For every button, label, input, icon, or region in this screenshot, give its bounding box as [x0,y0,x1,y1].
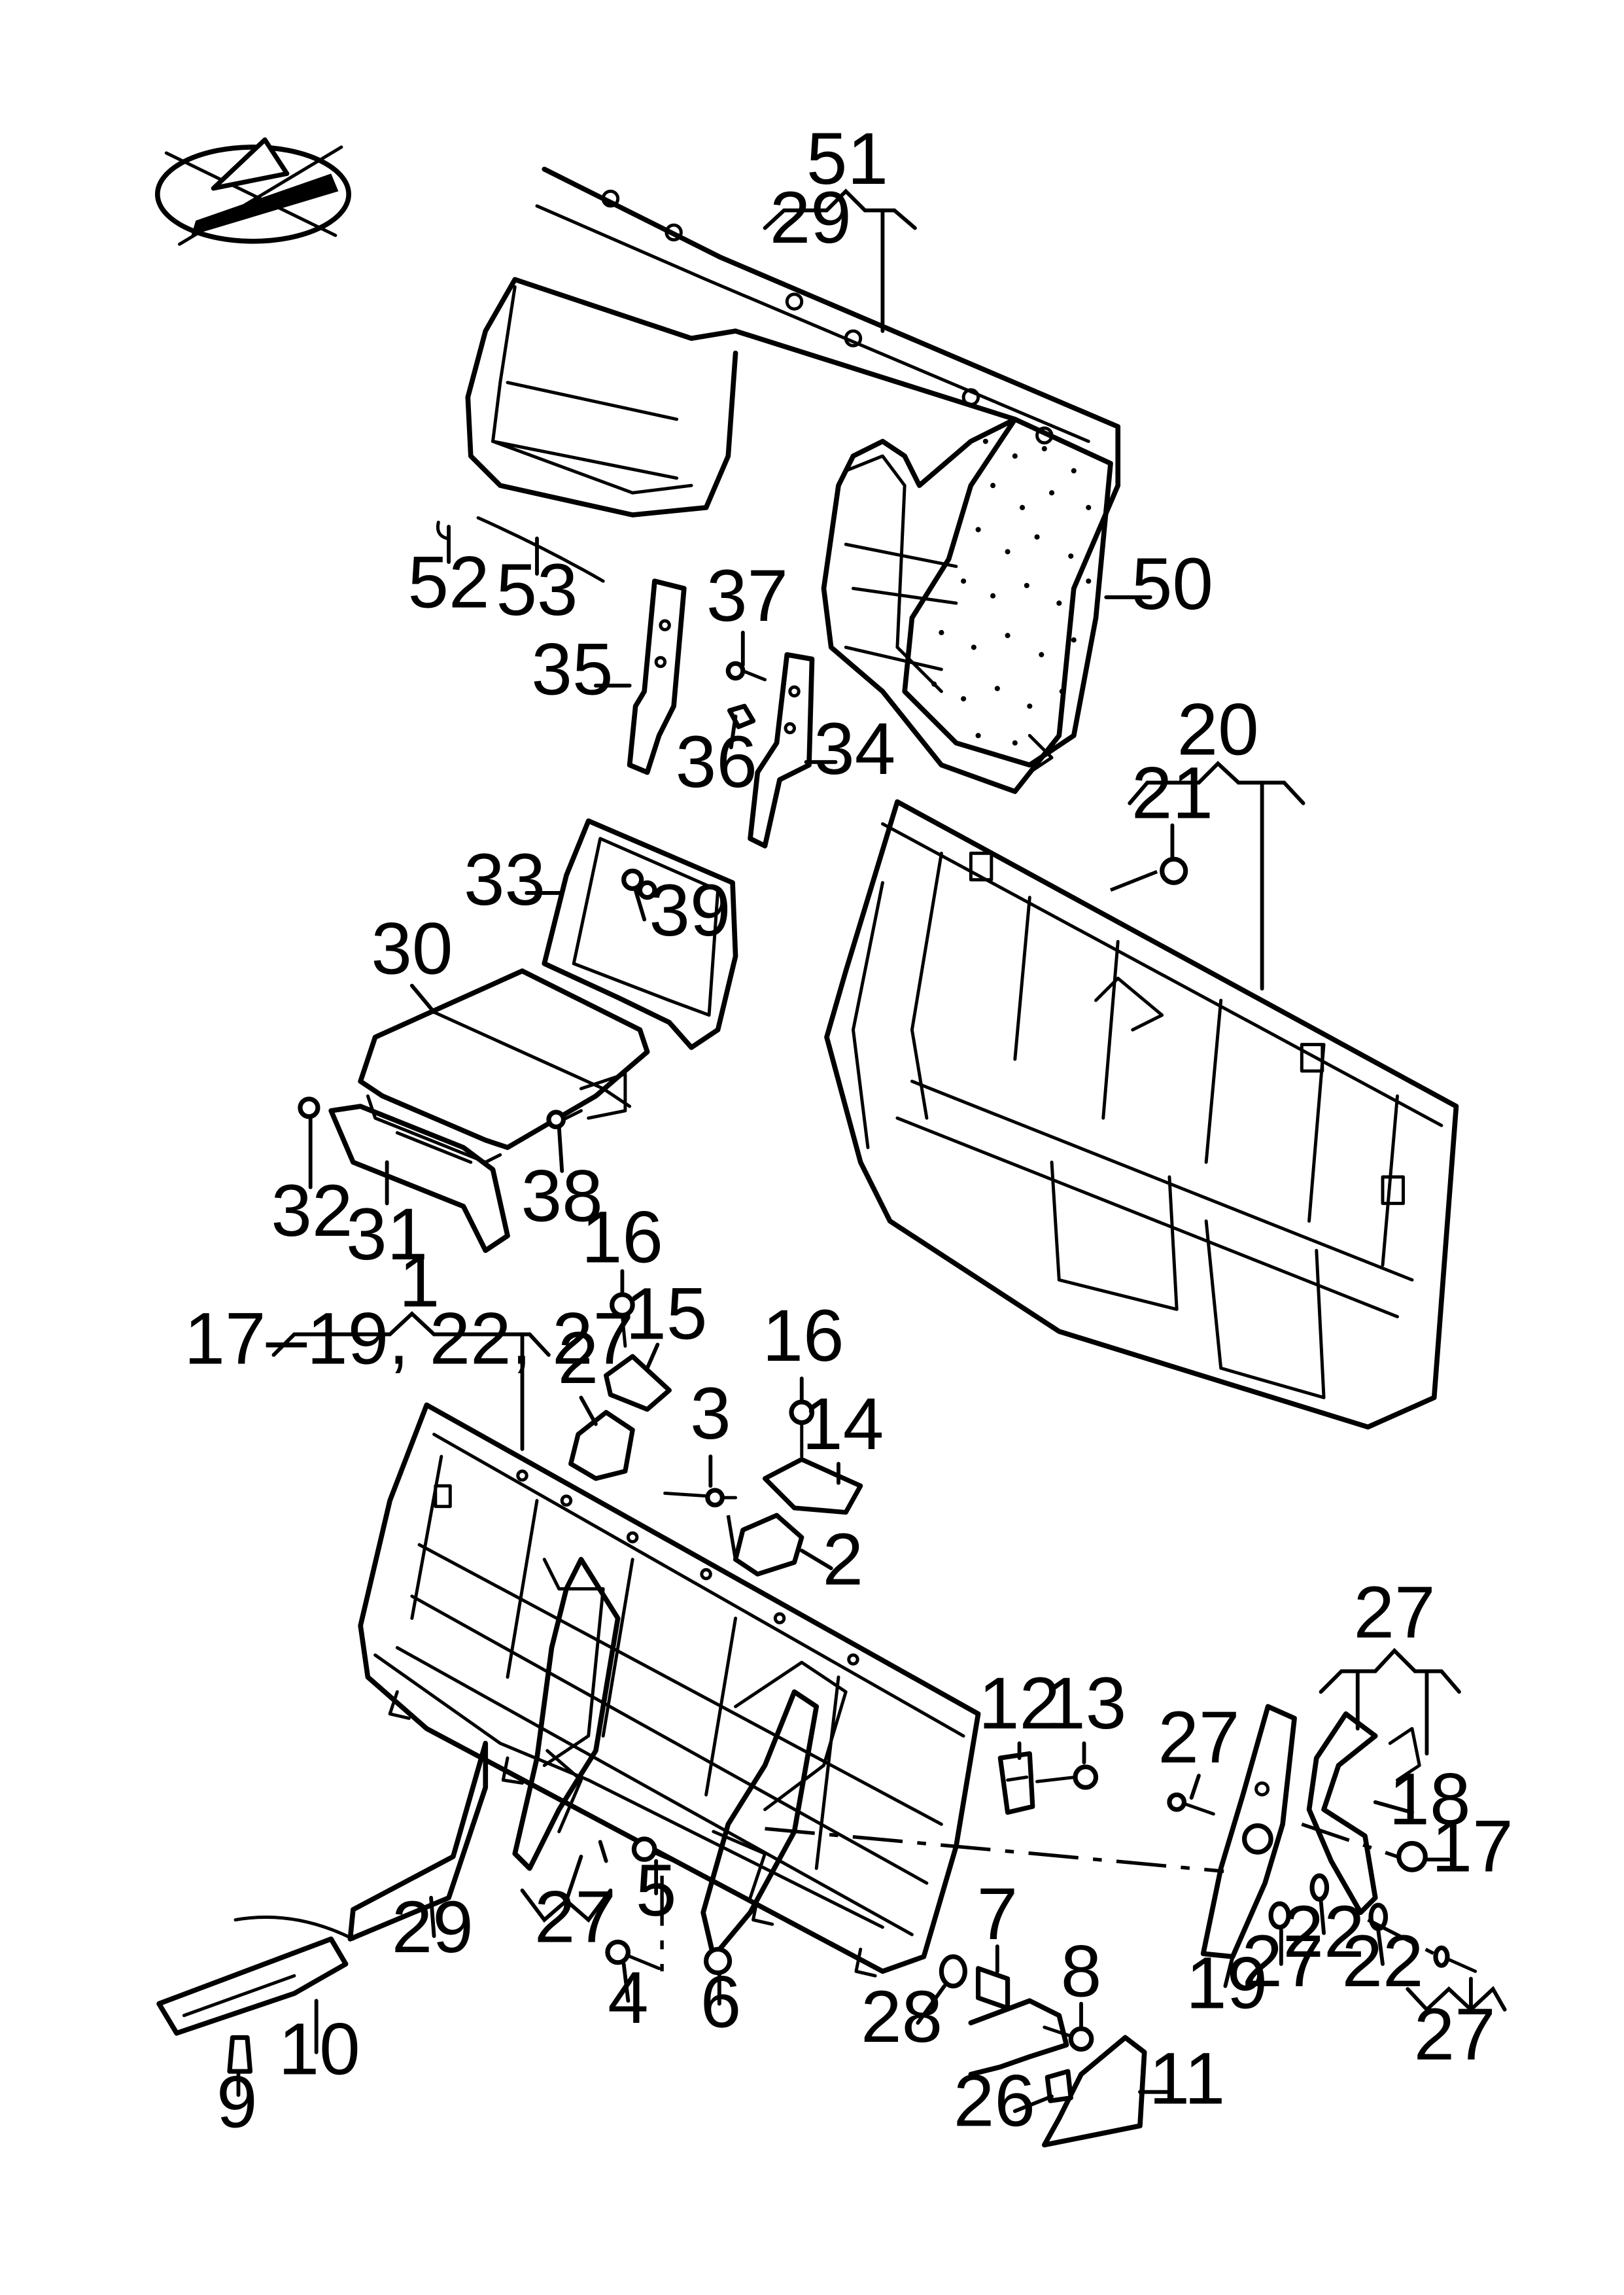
cover-part-11 [1041,2035,1147,2148]
callout-31: 31 [346,1193,428,1275]
bolt-part-5 [631,1836,686,1867]
callout-19: 19 [1186,1941,1268,2023]
callout-14: 14 [802,1382,884,1465]
assembly-lines [660,866,1435,1972]
callout-27-top: 27 [1353,1571,1435,1653]
bushing-part-7 [976,1966,1011,2011]
callout-12: 12 [978,1662,1060,1744]
callout-34: 34 [814,707,895,790]
callout-29: 29 [770,176,852,258]
callout-28: 28 [861,1975,942,2058]
trim-part-10 [156,1936,349,2036]
callout-16: 16 [581,1195,663,1278]
callout-29b: 29 [392,1885,474,1968]
lever-part-18 [1306,1711,1421,1916]
callout-16b: 16 [762,1294,844,1376]
hinge-bracket-part-34 [748,652,815,849]
callout-17: 17 [1432,1804,1513,1887]
callout-30: 30 [371,907,453,990]
cap-part-17 [1396,1841,1428,1872]
hinge-part-2-upper [568,1410,635,1481]
callout-8: 8 [1061,1930,1102,2012]
clip-part-32 [298,1096,320,1119]
clip-part-9 [227,2035,253,2074]
callout-53: 53 [496,548,578,631]
mount-part-14 [762,1457,863,1515]
callout-32: 32 [271,1169,353,1252]
callout-39: 39 [649,869,731,951]
hinge-part-2-lower [733,1513,804,1577]
seat-frame-part-33 [542,818,738,1050]
foam-pad-part-50 [902,417,1113,768]
nut-part-39 [621,868,657,900]
nut-part-6 [703,1946,733,1976]
callout-21: 21 [1132,751,1213,833]
bolt-part-27-lower [1433,1945,1477,1973]
hinge-arm-right [700,1689,820,1959]
callout-36: 36 [676,720,757,803]
callout-5: 5 [636,1849,677,1931]
mount-part-15 [604,1354,672,1412]
callout-7: 7 [977,1872,1018,1955]
callout-20: 20 [1177,688,1259,771]
screw-part-38 [546,1109,583,1130]
screw-part-13 [1035,1764,1099,1790]
callout-2b: 2 [822,1518,863,1600]
callout-1-subparts: 17–19, 22, 27 [184,1297,634,1380]
callout-51: 51 [806,117,888,200]
callout-9: 9 [216,2061,258,2143]
callout-4: 4 [608,1956,649,2039]
washer-part-28 [939,1954,967,1989]
clip-part-21 [1160,856,1188,885]
callout-10: 10 [279,2008,360,2090]
callout-6: 6 [700,1961,742,2043]
bolt-part-16-lower [789,1399,815,1458]
trim-strip-part-53 [476,516,605,583]
hinge-bracket-part-35 [627,578,687,775]
bracket-part-12 [997,1751,1035,1815]
callout-labels: 51 29 52 53 50 37 35 36 34 20 21 33 39 3… [184,117,1513,2143]
callout-27b: 27 [534,1875,616,1957]
washer-part-22a [1309,1873,1330,1902]
clip-part-26 [1045,2069,1073,2103]
bolt-part-27-upper [1167,1792,1215,1816]
seat-back-panel-part-20 [824,799,1459,1430]
leader-lines [236,188,1507,2113]
seat-support-part-31 [328,1104,510,1253]
callout-2: 2 [558,1316,599,1399]
callout-18: 18 [1389,1757,1470,1840]
callout-35: 35 [531,627,613,710]
callout-52: 52 [408,541,490,623]
hinge-arm-left [512,1556,621,1871]
callout-27c: 27 [1242,1919,1324,2002]
trim-part-26-bracket [968,1998,1069,2077]
bolt-part-37 [725,661,767,682]
callout-38: 38 [521,1154,603,1236]
callout-37: 37 [706,554,788,637]
callout-26: 26 [954,2059,1035,2141]
callout-22b: 22 [1341,1919,1423,2002]
clip-part-52 [436,520,449,540]
callout-3: 3 [690,1372,731,1454]
callout-11: 11 [1149,2037,1226,2120]
callout-1: 1 [399,1240,440,1322]
trim-part-29 [233,1740,489,1942]
bolt-part-4 [605,1939,661,1971]
rivet-part-3 [663,1488,738,1508]
callout-27d: 27 [1414,1993,1496,2075]
callout-22a: 22 [1283,1890,1365,1972]
callout-15: 15 [625,1272,707,1354]
seat-cushion-part-30 [358,968,650,1164]
bracket-part-39b [579,1072,627,1120]
callout-33: 33 [464,838,545,920]
callout-50: 50 [1132,542,1213,625]
callout-13: 13 [1045,1662,1126,1744]
orientation-compass-icon [154,137,351,246]
callout-27a: 27 [1158,1696,1239,1778]
washer-part-27 [1268,1901,1291,1930]
